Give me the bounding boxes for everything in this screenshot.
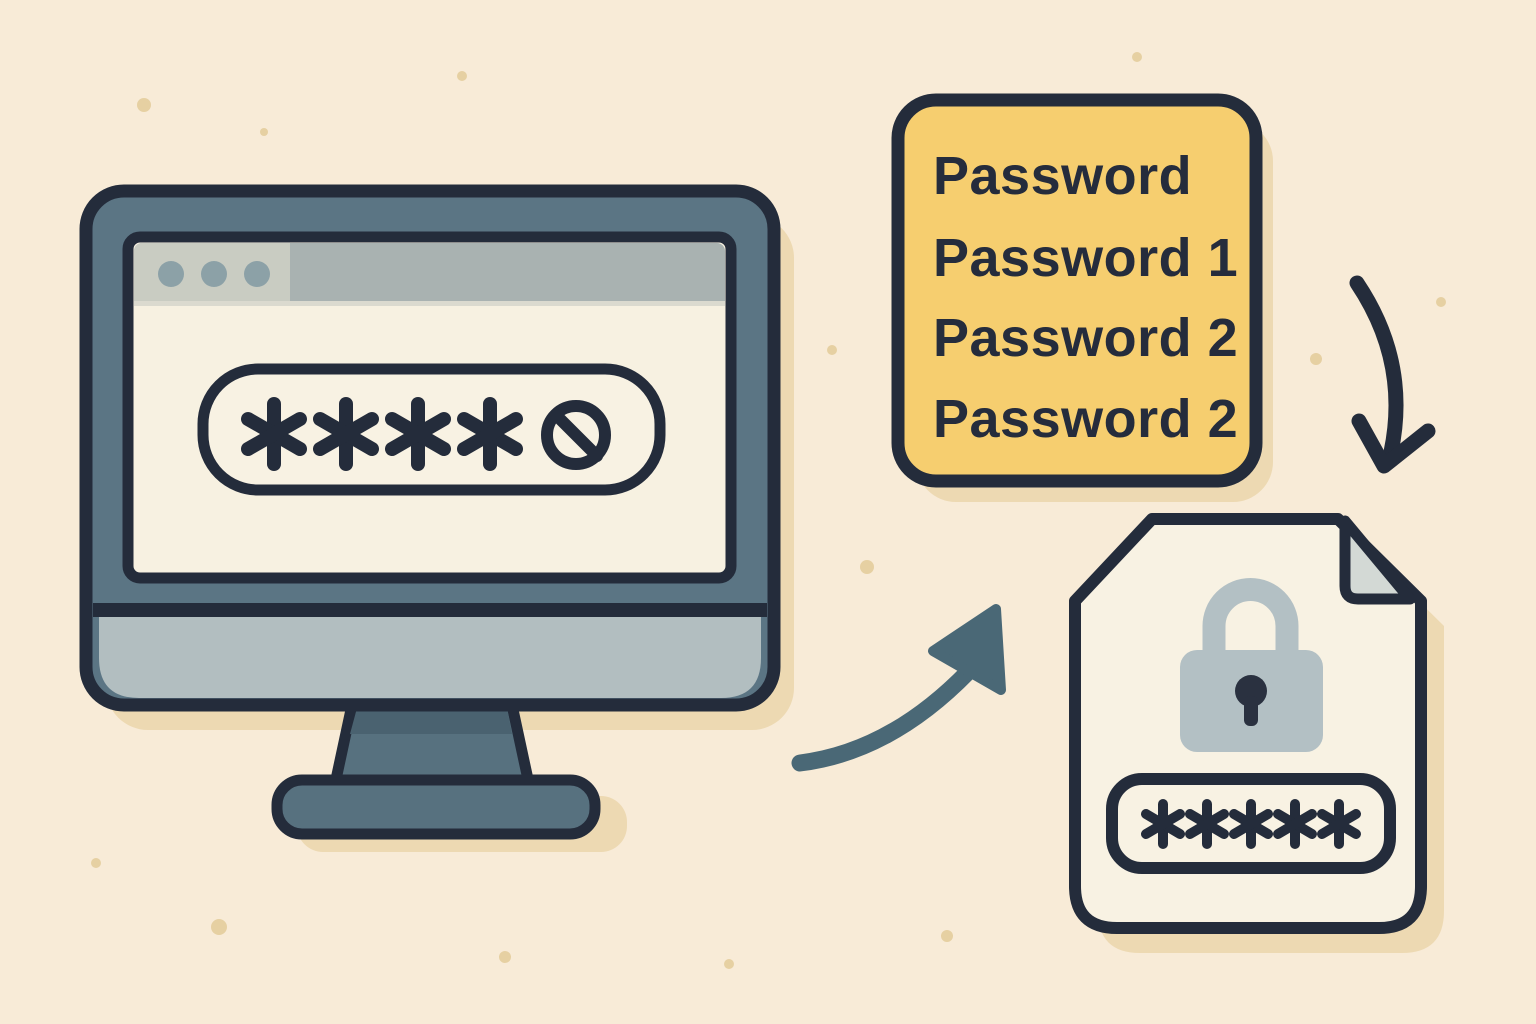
sticky-note: Password Password 1 Password 2 Password … <box>891 93 1263 488</box>
sticky-note-paper <box>891 93 1263 488</box>
arrow-monitor-to-file <box>785 596 1014 778</box>
monitor-password-field <box>197 363 666 496</box>
browser-titlebar-divider <box>134 301 725 306</box>
padlock-shackle <box>1202 578 1299 652</box>
padlock-keyhole-stem <box>1244 696 1258 726</box>
window-control-dots <box>158 261 270 287</box>
arrow-up-head <box>928 604 1006 695</box>
file-corner-fold <box>1339 515 1416 605</box>
arrow-down-head <box>1351 413 1436 474</box>
arrow-down-curve <box>1349 275 1404 460</box>
monitor-stand-base <box>271 774 601 840</box>
arrow-up-curve <box>791 663 977 772</box>
arrow-note-to-file <box>1343 269 1442 480</box>
browser-window <box>122 231 737 584</box>
monitor <box>79 184 781 840</box>
note-line-2: Password 1 <box>933 228 1238 288</box>
monitor-chin <box>99 617 761 698</box>
padlock-keyhole <box>1235 675 1267 707</box>
file-password-field <box>1106 773 1396 874</box>
note-line-1: Password <box>933 146 1192 206</box>
note-line-4: Password 2 <box>933 389 1238 449</box>
glyph <box>158 261 184 287</box>
glyph <box>244 261 270 287</box>
padlock-icon <box>1180 578 1323 752</box>
monitor-chin-divider <box>93 603 767 617</box>
password-file <box>1069 513 1427 934</box>
monitor-stand-neck-shade <box>350 708 512 734</box>
blocked-icon <box>541 400 611 470</box>
glyph <box>201 261 227 287</box>
note-line-3: Password 2 <box>933 308 1238 368</box>
